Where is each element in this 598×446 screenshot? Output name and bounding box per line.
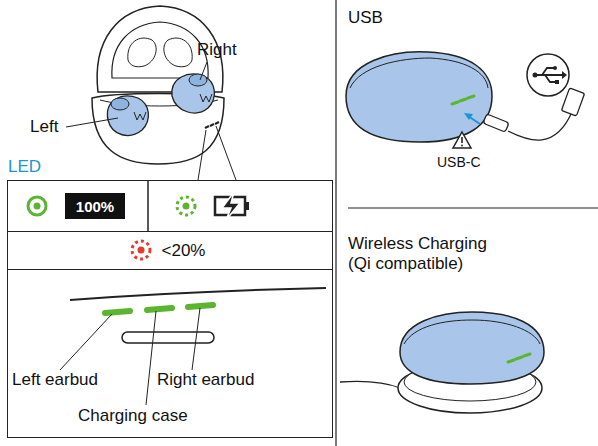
usb-c-plug: [483, 114, 509, 132]
led-low-icon: [138, 247, 145, 254]
usb-symbol: [534, 68, 562, 82]
divider-line: [348, 207, 598, 208]
usb-symbol: [562, 71, 567, 79]
table-line: [147, 180, 149, 231]
warning-triangle: [453, 132, 471, 148]
part-label: Right: [197, 40, 237, 60]
part-label: Charging case: [78, 406, 188, 426]
usb-symbol: [527, 54, 569, 96]
leader-line: [192, 308, 200, 370]
leader-line: [66, 118, 118, 127]
case-slot: [122, 332, 214, 343]
port-label: USB-C: [437, 152, 481, 172]
case-seam: [350, 58, 488, 88]
lid-cavity: [164, 38, 192, 67]
cable: [340, 381, 400, 388]
led-solid-icon: [28, 197, 46, 215]
led-dash: [188, 305, 213, 307]
case-seam: [404, 320, 540, 344]
warning-mark: [461, 145, 463, 147]
case-closed: [400, 312, 544, 384]
leader-line: [200, 62, 207, 80]
battery-icon: [245, 202, 249, 210]
usb-a-plug: [561, 88, 584, 116]
low-battery-cell: <20%: [7, 231, 333, 270]
led-dash: [105, 311, 130, 313]
earbud-tip: [111, 98, 129, 110]
left-earbud: [107, 96, 148, 135]
led-pulse-icon: [177, 197, 195, 215]
leader-line: [216, 126, 236, 180]
warning-mark: [461, 137, 463, 143]
earbud-logo: [200, 94, 212, 102]
usb-symbol: [553, 66, 557, 70]
led-panel: LED100%<20%: [7, 180, 333, 438]
battery-level: 100%: [76, 198, 114, 215]
lid-cavity: [112, 22, 208, 78]
part-label: Right earbud: [157, 370, 254, 390]
battery-full-box: 100%: [65, 193, 125, 219]
earbud-tip: [189, 74, 207, 86]
port-arrow: [464, 113, 473, 120]
right-earbud: [172, 74, 215, 113]
led-dash: [147, 308, 172, 310]
led-dash: [508, 354, 530, 362]
divider-line: [335, 0, 336, 446]
leader-line: [146, 311, 156, 405]
part-label: Left earbud: [12, 370, 98, 390]
case-closed: [346, 52, 492, 142]
led-pulse-icon: [183, 203, 190, 210]
section-heading: Wireless Charging (Qi compatible): [348, 234, 498, 274]
case-edge: [70, 288, 326, 300]
battery-level: <20%: [162, 241, 206, 261]
led-solid-icon: [34, 203, 41, 210]
charging-bolt: [222, 192, 240, 220]
leader-line: [198, 130, 206, 180]
led-low-icon: [132, 241, 150, 259]
lid-cavity: [128, 38, 156, 67]
section-heading: LED: [8, 157, 41, 177]
cable: [508, 112, 572, 140]
part-label: Left: [30, 117, 58, 137]
leader-line: [60, 314, 112, 370]
section-heading: USB: [348, 8, 383, 28]
usb-symbol: [533, 73, 538, 78]
earbud-logo: [134, 112, 146, 120]
usb-symbol: [555, 80, 559, 84]
led-dash: [452, 96, 474, 104]
